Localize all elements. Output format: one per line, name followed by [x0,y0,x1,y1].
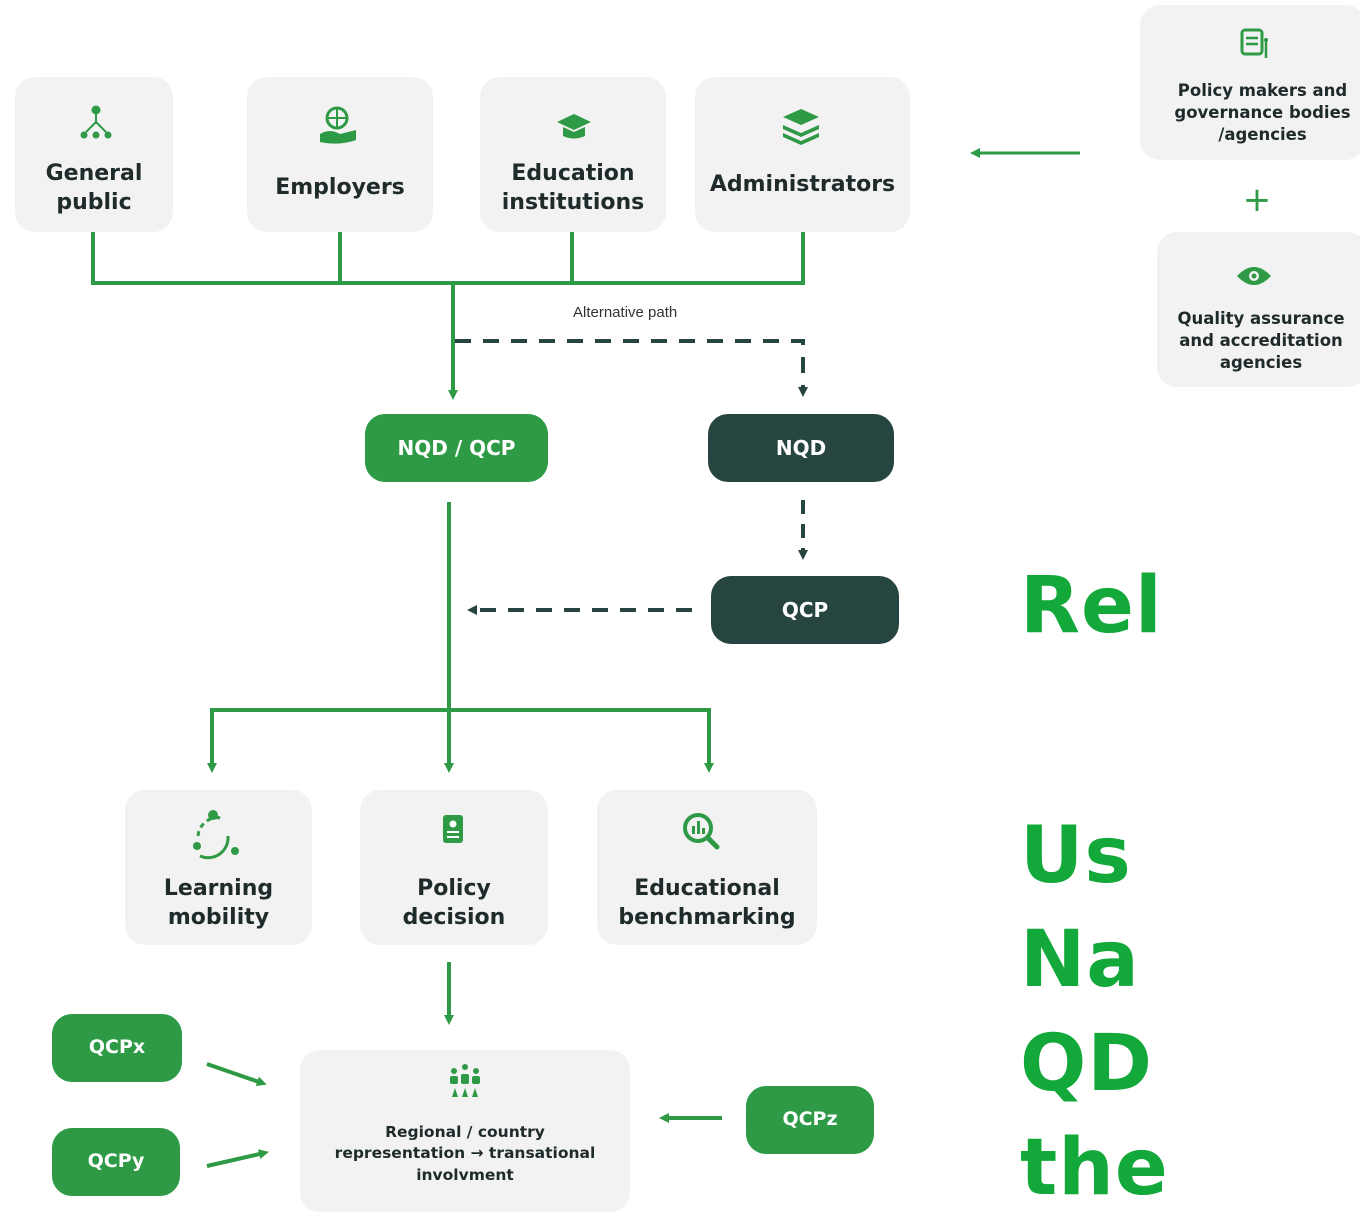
box-education-institutions [480,77,666,232]
newspaper-icon [1240,28,1268,58]
main-trunk [207,502,714,773]
node-qcpx [52,1014,182,1082]
label-qcpz: QCPz [782,1108,838,1130]
label-qcpx: QCPx [88,1036,146,1058]
label-qcp: QCP [781,598,829,622]
node-nqd-qcp [365,414,548,482]
graduation-cap-icon [557,114,591,139]
heading-fragment-3: Na [1020,915,1140,1005]
group-icon [450,1064,480,1097]
heading-fragment-1: Rel [1020,561,1163,651]
box-quality-assurance [1157,232,1360,387]
document-icon [443,815,463,843]
node-qcpz [746,1086,874,1154]
globe-hand-icon [320,106,356,144]
network-people-icon [80,105,112,139]
alternative-path-line [455,339,808,397]
label-nqd: NQD [775,436,827,460]
top-connector [91,232,805,400]
connected-circle-icon [193,810,239,860]
label-employers: Employers [275,175,405,200]
box-policy-makers [1140,5,1360,160]
box-regional [300,1050,630,1212]
box-employers [247,77,433,232]
qcpx-arrow [206,1062,267,1087]
box-administrators [695,77,910,232]
node-qcpy [52,1128,180,1196]
label-quality-assurance: Quality assurance and accreditation agen… [1177,309,1345,372]
box-general-public [15,77,173,232]
chart-search-icon [683,813,720,850]
label-qcpy: QCPy [87,1150,145,1172]
heading-fragment-5: the [1020,1123,1169,1213]
plus-sign: + [1242,180,1272,220]
label-learning-mobility: Learning mobility [163,876,274,930]
heading-fragment-4: QD [1020,1019,1154,1109]
label-nqd-qcp: NQD / QCP [397,436,516,460]
node-qcp [711,576,899,644]
label-educational-benchmarking: Educational benchmarking [618,876,796,930]
layers-icon [783,109,819,145]
node-nqd [708,414,894,482]
heading-fragment-2: Us [1020,811,1132,901]
label-education-institutions: Education institutions [501,161,645,215]
label-alternative-path: Alternative path [573,304,678,321]
label-general-public: General public [45,161,143,215]
box-policy-decision [360,790,548,945]
label-regional: Regional / country representation → tran… [334,1123,596,1184]
label-policy-makers: Policy makers and governance bodies /age… [1174,81,1351,144]
label-administrators: Administrators [709,172,896,197]
box-learning-mobility [125,790,312,945]
qcpy-arrow [206,1149,269,1168]
label-policy-decision: Policy decision [402,876,506,930]
eye-icon [1237,267,1271,285]
box-educational-benchmarking [597,790,817,945]
